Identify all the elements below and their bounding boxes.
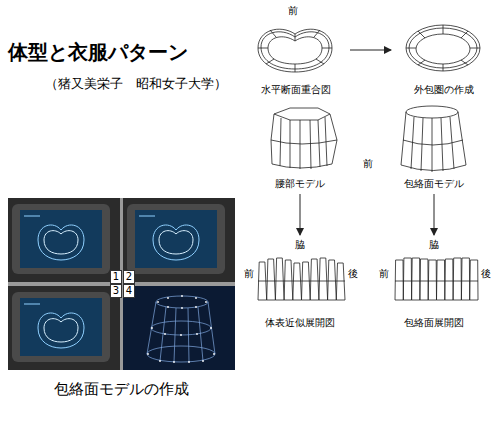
callout-number: 3 xyxy=(110,284,122,298)
side-mark: 脇 xyxy=(295,239,305,251)
arrow-connector xyxy=(300,194,301,235)
arrow-connector xyxy=(434,194,435,235)
side-mark: 脇 xyxy=(429,239,439,251)
callout-number: 1 xyxy=(110,270,122,284)
figure-panel: 体表近似展開図 xyxy=(252,236,348,331)
panel-caption: 腰部モデル xyxy=(259,178,341,190)
panel-caption: 外包圏の作成 xyxy=(393,84,494,96)
direction-mark: 前 xyxy=(244,268,254,280)
panel-caption: 包絡面展開図 xyxy=(386,317,482,329)
panel-caption: 体表近似展開図 xyxy=(252,317,348,329)
figure-panel: 水平断面重合図 xyxy=(245,18,346,98)
callout-number: 2 xyxy=(123,270,135,284)
arrow-connector xyxy=(350,50,391,51)
author-note: （猪又美栄子 昭和女子大学） xyxy=(45,76,227,92)
panel-caption: 包絡面モデル xyxy=(393,178,475,190)
figure-panel: 包絡面モデル xyxy=(393,104,475,192)
figure-caption: 包絡面モデルの作成 xyxy=(8,380,235,398)
diagram-title: 体型と衣服パターン xyxy=(8,40,188,64)
direction-mark: 後 xyxy=(348,268,358,280)
figure-panel: 外包圏の作成 xyxy=(393,18,494,98)
direction-mark: 前 xyxy=(363,158,373,170)
figure-panel: 包絡面展開図 xyxy=(386,236,482,331)
direction-mark: 前 xyxy=(379,268,389,280)
panel-caption: 水平断面重合図 xyxy=(245,84,346,96)
direction-mark: 後 xyxy=(481,268,491,280)
direction-mark: 前 xyxy=(288,5,298,17)
callout-number: 4 xyxy=(123,284,135,298)
figure-panel: 腰部モデル xyxy=(259,104,341,192)
